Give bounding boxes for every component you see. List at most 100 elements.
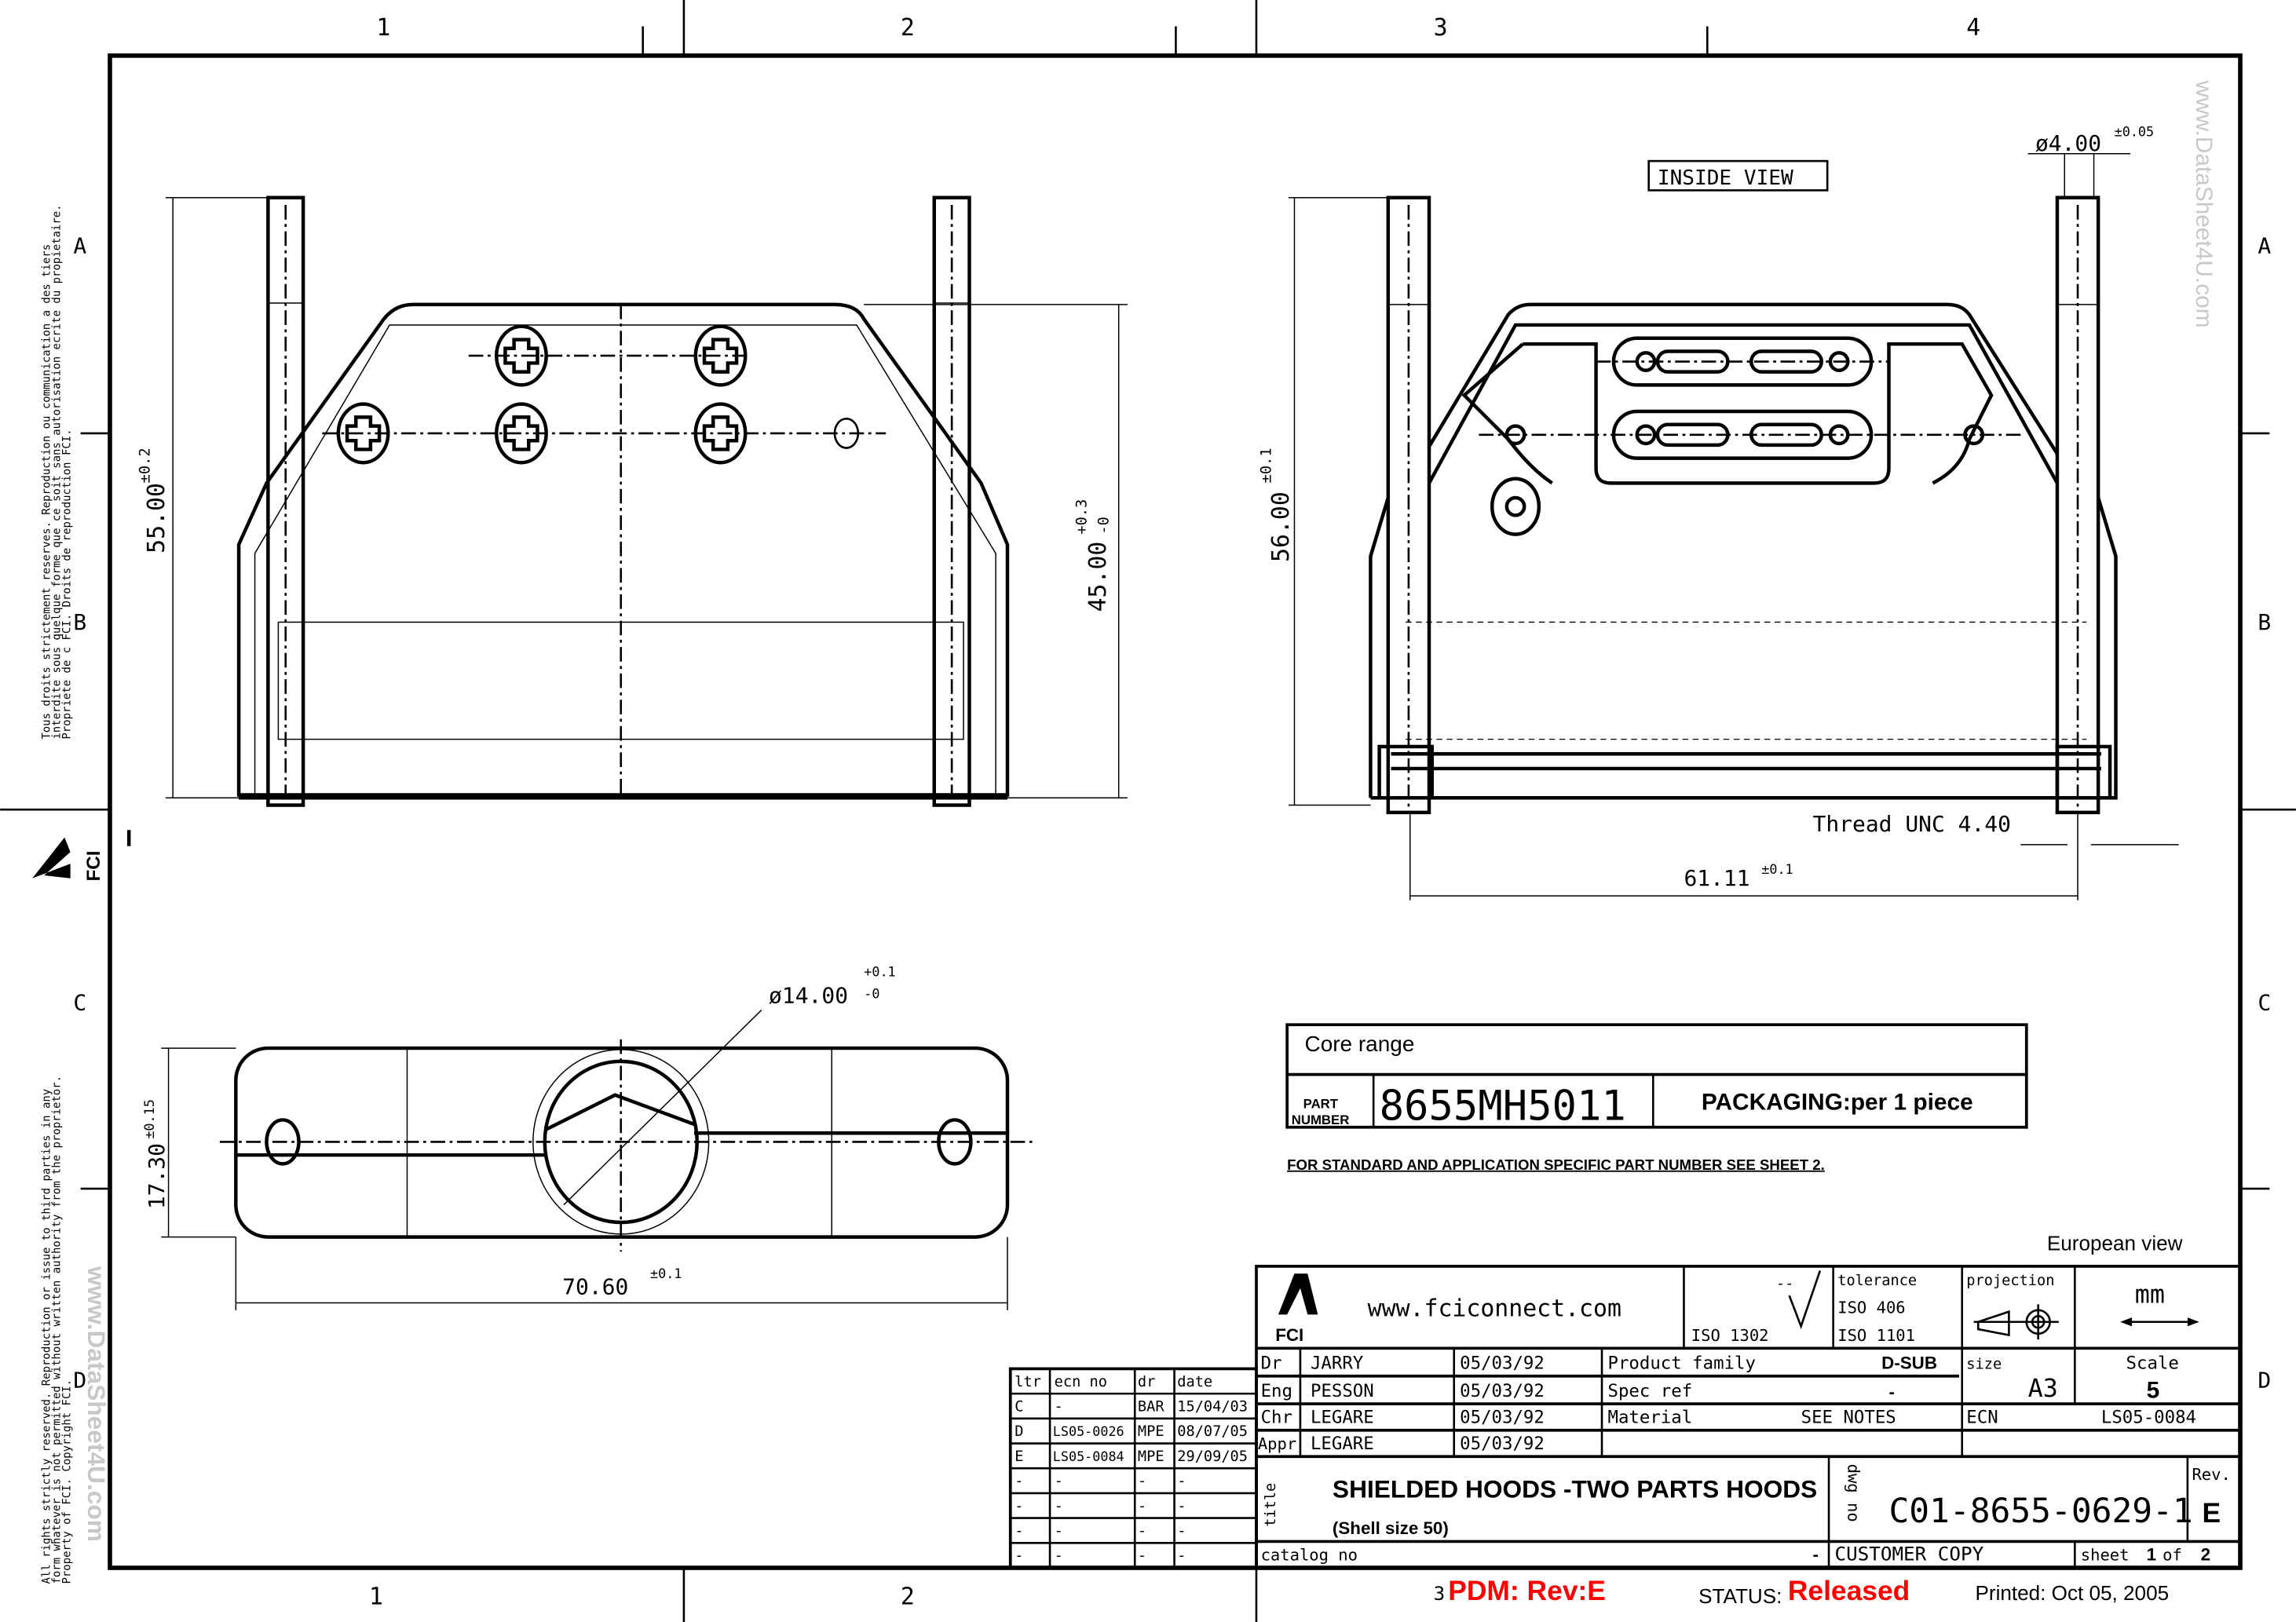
svg-text:-: - [1055,1398,1063,1415]
svg-text:(Shell size 50): (Shell size 50) [1333,1518,1449,1538]
svg-text:Property of FCI. Copyright FC: Property of FCI. Copyright FCI. [61,1379,74,1584]
bottom-view: ø14.00 +0.1 -0 17.30 ±0.15 70.60 ±0.1 [141,964,1033,1310]
legal-notice-en: All rights strictly reserved. Reproducti… [41,1076,74,1584]
svg-text:-0: -0 [864,986,879,1002]
inside-view: INSIDE VIEW [1259,123,2179,901]
revision-row: ---- [1015,1523,1186,1540]
front-view: 55.00 ±0.2 45.00 +0.3 -0 [137,195,1128,807]
svg-text:LS05-0084: LS05-0084 [1053,1448,1124,1464]
svg-text:+0.1: +0.1 [864,964,895,980]
svg-text:Scale: Scale [2126,1353,2179,1373]
svg-text:-: - [1138,1523,1146,1540]
revision-row: ---- [1015,1474,1186,1490]
column-label: 1 [369,1584,383,1611]
column-label: 1 [376,14,390,42]
watermark: www.DataSheet4U.com [82,1266,111,1542]
svg-text:dr: dr [1138,1374,1155,1390]
svg-text:MPE: MPE [1138,1448,1164,1465]
svg-text:70.60: 70.60 [562,1273,628,1299]
svg-text:ISO 1302: ISO 1302 [1691,1326,1769,1345]
svg-text:-: - [1888,1383,1894,1402]
row-label: B [2258,609,2271,635]
part-number-box: Core range PART NUMBER 8655MH5011 PACKAG… [1285,1023,2028,1173]
row-label: C [73,990,86,1016]
approvals: Dr JARRY 05/03/92 Eng PESSON 05/03/92 Ch… [1258,1353,1545,1454]
pdm-footer: 3 PDM: Rev:E STATUS: Released Printed: O… [1434,1575,2170,1608]
svg-text:Product family: Product family [1607,1353,1755,1373]
svg-text:All rights strictly reserved.: All rights strictly reserved. Reproducti… [41,1089,53,1584]
svg-text:date: date [1177,1374,1212,1390]
svg-text:-: - [1177,1498,1186,1514]
fci-side-logo: FCI [32,830,131,882]
svg-text:Dr: Dr [1261,1353,1282,1373]
legal-notice-fr: Tous droits strictement reserves. Reprod… [41,204,74,739]
svg-text:Core range: Core range [1305,1032,1415,1056]
row-label: D [73,1368,86,1394]
svg-text:NUMBER: NUMBER [1292,1112,1350,1127]
svg-text:PESSON: PESSON [1311,1381,1374,1401]
drawing-title: SHIELDED HOODS -TWO PARTS HOODS [1333,1475,1817,1503]
svg-text:PART: PART [1303,1097,1339,1112]
svg-text:±0.1: ±0.1 [1259,448,1275,483]
svg-text:ECN: ECN [1966,1407,1998,1427]
svg-text:LS05-0084: LS05-0084 [2101,1407,2196,1427]
svg-text:FCI: FCI [83,850,104,881]
drawing-number: C01-8655-0629-1 [1888,1492,2192,1531]
svg-text:Printed: Oct 05, 2005: Printed: Oct 05, 2005 [1976,1581,2170,1605]
svg-text:45.00: 45.00 [1084,542,1112,612]
svg-text:Material: Material [1607,1407,1692,1427]
svg-text:3: 3 [1434,1582,1446,1605]
svg-text:17.30: 17.30 [144,1143,170,1209]
svg-text:Propriete de c FCI. Droits de: Propriete de c FCI. Droits de reproducti… [61,429,74,739]
svg-text:±0.2: ±0.2 [137,448,153,483]
svg-text:-: - [1015,1523,1023,1540]
svg-text:5: 5 [2147,1378,2160,1404]
svg-text:-: - [1177,1523,1186,1540]
svg-text:ISO 1101: ISO 1101 [1837,1326,1915,1345]
svg-text:55.00: 55.00 [143,483,170,553]
svg-text:-: - [1177,1474,1186,1490]
svg-text:56.00: 56.00 [1267,491,1295,562]
svg-text:2: 2 [2201,1545,2210,1565]
svg-text:C: C [1015,1398,1023,1415]
svg-text:title: title [1263,1483,1279,1527]
svg-text:15/04/03: 15/04/03 [1177,1398,1248,1415]
svg-text:of: of [2163,1546,2182,1565]
svg-text:ISO 406: ISO 406 [1837,1299,1905,1317]
svg-text:Eng: Eng [1261,1381,1292,1401]
row-label: D [2258,1368,2271,1394]
svg-text:Tous droits strictement reserv: Tous droits strictement reserves. Reprod… [41,244,53,740]
title-block: FCI www.fciconnect.com -- ISO 1302 toler… [1255,1265,2242,1569]
first-angle-projection-icon [1973,1304,2059,1340]
svg-text:±0.1: ±0.1 [1761,861,1793,877]
svg-text:A3: A3 [2028,1375,2058,1403]
website: www.fciconnect.com [1368,1295,1621,1322]
svg-text:--: -- [1776,1276,1793,1292]
fci-logo: FCI [1275,1273,1318,1345]
column-label: 2 [901,14,915,42]
svg-text:-: - [1055,1523,1063,1540]
svg-text:ø14.00: ø14.00 [769,982,848,1008]
svg-text:LEGARE: LEGARE [1311,1407,1374,1427]
revision-row: ---- [1015,1498,1186,1514]
svg-text:LS05-0026: LS05-0026 [1053,1423,1124,1439]
european-view-label: European view [2047,1231,2183,1255]
svg-text:05/03/92: 05/03/92 [1460,1353,1545,1373]
svg-text:tolerance: tolerance [1837,1273,1917,1289]
svg-text:-: - [1813,1545,1819,1565]
svg-text:FOR STANDARD AND APPLICATION S: FOR STANDARD AND APPLICATION SPECIFIC PA… [1287,1156,1825,1173]
svg-text:-0: -0 [1096,517,1113,534]
svg-text:catalog no: catalog no [1261,1546,1358,1565]
svg-text:D: D [1015,1423,1023,1440]
svg-text:mm: mm [2135,1281,2165,1310]
status-badge: Released [1788,1575,1910,1606]
svg-text:dwg no: dwg no [1844,1464,1863,1522]
svg-text:-: - [1055,1474,1063,1490]
svg-text:1: 1 [2147,1545,2156,1565]
svg-text:D-SUB: D-SUB [1881,1353,1937,1372]
